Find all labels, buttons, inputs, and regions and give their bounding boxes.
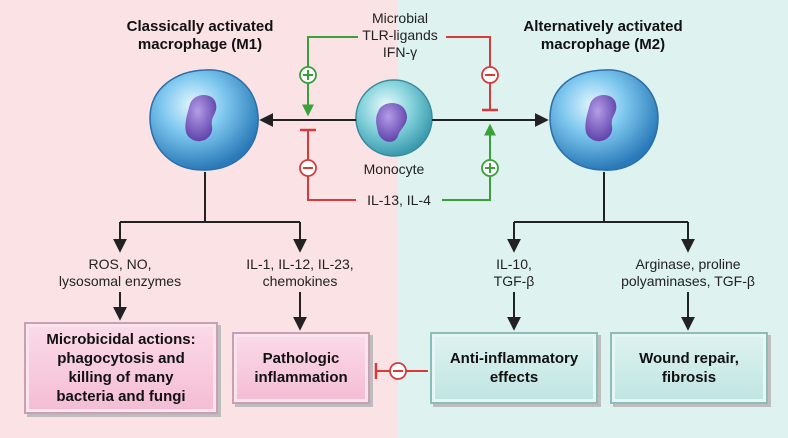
mediator-ros-no: ROS, NO, lysosomal enzymes <box>45 256 195 290</box>
arrow-activate-m2 <box>442 123 496 201</box>
stimuli-top-label: Microbial TLR-ligands IFN-γ <box>340 10 460 61</box>
box-wound-line2: fibrosis <box>661 369 717 386</box>
box-anti-line1: Anti-inflammatory <box>449 350 579 367</box>
arrow-activate-m1 <box>302 36 358 117</box>
minus-badge-m2 <box>481 66 499 84</box>
mediator-m1-cytokines-line2: chemokines <box>262 273 338 289</box>
stimuli-ifn: IFN-γ <box>382 44 418 60</box>
box-pathologic-line2: inflammation <box>254 369 348 386</box>
m2-branch-connectors <box>507 172 695 331</box>
stimuli-tlr-ligands: TLR-ligands <box>362 27 438 43</box>
mediator-arginase-line1: Arginase, proline <box>635 256 741 272</box>
box-wound-line1: Wound repair, <box>639 350 739 367</box>
m2-title-line2: macrophage (M2) <box>540 36 666 53</box>
mediator-ros-line2: lysosomal enzymes <box>58 273 182 289</box>
m1-branch-connectors <box>113 172 307 331</box>
mediator-m2-cytokines-line1: IL-10, <box>496 256 532 272</box>
box-microbicidal-line3: killing of many <box>68 369 174 386</box>
mediator-arginase-line2: polyaminases, TGF-β <box>621 273 755 289</box>
monocyte-cell <box>355 79 433 157</box>
m1-title-line2: macrophage (M1) <box>137 36 263 53</box>
m1-macrophage-cell <box>149 69 259 171</box>
m1-nucleus <box>185 95 217 142</box>
monocyte-nucleus <box>376 103 407 142</box>
box-pathologic-inflammation: Pathologic inflammation <box>232 332 370 404</box>
mediator-m2-cytokines-line2: TGF-β <box>493 273 535 289</box>
m2-macrophage-cell <box>549 69 659 171</box>
box-pathologic-line1: Pathologic <box>262 350 340 367</box>
m2-title: Alternatively activated macrophage (M2) <box>498 18 708 54</box>
minus-badge-pathologic <box>389 362 407 380</box>
monocyte-label: Monocyte <box>363 161 425 177</box>
mediator-arginase: Arginase, proline polyaminases, TGF-β <box>608 256 768 290</box>
mediator-m1-cytokines: IL-1, IL-12, IL-23, chemokines <box>225 256 375 290</box>
line-inhibit-m2 <box>446 36 491 110</box>
box-microbicidal-actions: Microbicidal actions: phagocytosis and k… <box>24 322 218 414</box>
m2-nucleus <box>585 95 617 142</box>
box-microbicidal-line1: Microbicidal actions: <box>46 331 196 348</box>
mediator-m1-cytokines-line1: IL-1, IL-12, IL-23, <box>246 256 354 272</box>
line-inhibit-m1 <box>307 130 356 201</box>
box-anti-inflammatory: Anti-inflammatory effects <box>430 332 598 404</box>
minus-badge-m1 <box>299 159 317 177</box>
m1-title-line1: Classically activated <box>126 18 274 35</box>
plus-badge-m1 <box>299 66 317 84</box>
box-anti-line2: effects <box>489 369 539 386</box>
mediator-ros-line1: ROS, NO, <box>88 256 152 272</box>
stimuli-bottom-label: IL-13, IL-4 <box>367 192 431 208</box>
plus-badge-m2 <box>481 159 499 177</box>
m1-title: Classically activated macrophage (M1) <box>100 18 300 54</box>
box-wound-repair: Wound repair, fibrosis <box>610 332 768 404</box>
mediator-m2-cytokines: IL-10, TGF-β <box>464 256 564 290</box>
box-microbicidal-line2: phagocytosis and <box>57 350 185 367</box>
stimuli-microbial: Microbial <box>371 10 428 26</box>
m2-title-line1: Alternatively activated <box>523 18 683 35</box>
box-microbicidal-line4: bacteria and fungi <box>56 388 186 405</box>
